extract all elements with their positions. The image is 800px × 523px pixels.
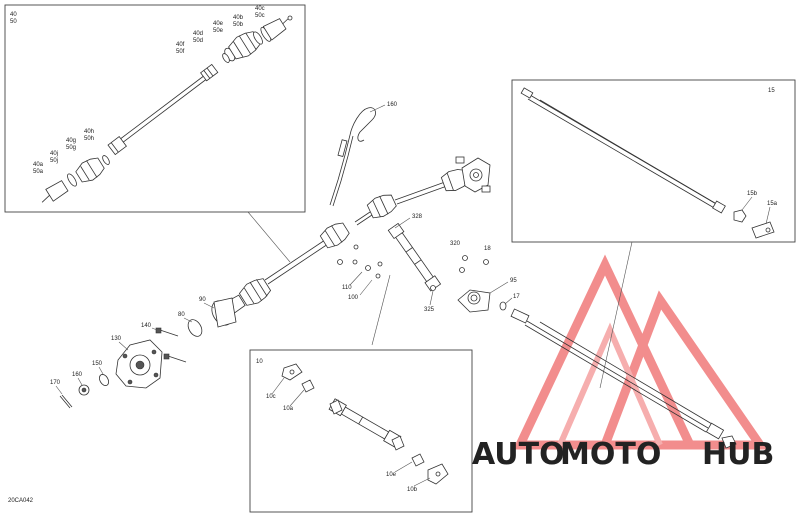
label-15b: 15b	[747, 191, 758, 197]
inset-propshaft-10: 10 10c 10a 10e 10b	[249, 349, 473, 513]
propshaft-328	[387, 222, 442, 292]
inset-front-driveshaft: 40 50	[4, 4, 306, 213]
inset-inner-joint-top	[200, 63, 219, 82]
label-15a: 15a	[767, 201, 778, 207]
label-40f: 40f	[176, 42, 185, 48]
label-50c: 50c	[255, 13, 265, 19]
label-80: 80	[178, 312, 185, 318]
label-170: 170	[50, 380, 61, 386]
label-40: 40	[10, 12, 17, 18]
label-325: 325	[424, 307, 435, 313]
front-boot-lower	[238, 278, 272, 306]
label-150: 150	[92, 361, 103, 367]
label-17: 17	[513, 294, 520, 300]
label-50b: 50b	[233, 22, 244, 28]
label-10c: 10c	[266, 394, 276, 400]
cotter-pin-170	[59, 395, 71, 409]
center-propshaft: 328 320 18 325 95 17 110 100	[337, 214, 520, 346]
label-110: 110	[342, 285, 352, 291]
label-50f: 50f	[176, 49, 185, 55]
hub-assembly: 90 80 140 130 150 160	[50, 297, 237, 409]
label-50j: 50j	[50, 158, 58, 164]
inset-frame-right	[511, 79, 796, 243]
cross-10a-top	[301, 379, 315, 393]
inset-inner-joint-bottom	[107, 136, 127, 156]
ring-80	[187, 319, 203, 337]
label-130: 130	[111, 336, 122, 342]
watermark-auto: AUTO	[472, 437, 565, 472]
label-18: 18	[484, 246, 491, 252]
watermark-moto: MOTO	[560, 437, 661, 472]
label-100: 100	[348, 295, 359, 301]
stud-140-bottom	[167, 355, 187, 363]
label-50: 50	[10, 19, 17, 25]
front-differential	[455, 156, 491, 193]
label-40e: 40e	[213, 21, 224, 27]
label-40h: 40h	[84, 129, 94, 135]
watermark-triangle-inner	[557, 322, 663, 447]
label-320: 320	[450, 241, 461, 247]
inset-rear-propshaft: 15 15b 15a	[511, 79, 796, 243]
label-328: 328	[412, 214, 423, 220]
label-10: 10	[256, 359, 263, 365]
watermark-wordmark: AUTO MOTO HUB	[472, 437, 774, 472]
u-joint-cross	[733, 209, 747, 223]
stud-140-top	[159, 329, 179, 337]
label-40b: 40b	[233, 15, 244, 21]
washer-150	[99, 374, 109, 386]
label-50e: 50e	[213, 28, 224, 34]
label-10e: 10e	[386, 472, 397, 478]
leader-inset-front	[247, 211, 291, 263]
watermark-triangle-right	[598, 290, 769, 450]
front-boot-middle	[319, 222, 350, 249]
label-95: 95	[510, 278, 517, 284]
watermark-logo	[512, 254, 769, 450]
watermark-triangle-left	[512, 254, 698, 450]
inset-cv-joint-top	[260, 16, 291, 42]
label-40g: 40g	[66, 138, 76, 144]
label-40j: 40j	[50, 151, 58, 157]
watermark-hub: HUB	[702, 437, 774, 472]
leader-inset-rear	[599, 241, 633, 389]
breather-hose: 160	[329, 102, 398, 207]
label-10b: 10b	[407, 487, 418, 493]
yoke-15a	[751, 221, 775, 239]
label-40c: 40c	[255, 6, 265, 12]
inset-cv-joint-bottom	[41, 180, 69, 203]
label-160b: 160	[72, 372, 83, 378]
inset-shaft	[114, 74, 206, 144]
label-40d: 40d	[193, 31, 203, 37]
diagram-code: 20CA042	[8, 498, 34, 504]
front-boot-upper	[366, 194, 397, 219]
label-15: 15	[768, 88, 775, 94]
label-50d: 50d	[193, 38, 203, 44]
inset-boot-bottom	[75, 157, 105, 183]
main-rear-propshaft	[510, 308, 737, 449]
label-140: 140	[141, 323, 152, 329]
cross-10e	[411, 453, 425, 467]
label-10a: 10a	[283, 406, 294, 412]
label-90: 90	[199, 297, 206, 303]
label-50h: 50h	[84, 136, 94, 142]
wheel-hub-130	[115, 339, 163, 389]
carrier-bearing	[457, 289, 491, 313]
label-160: 160	[387, 102, 398, 108]
label-50g: 50g	[66, 145, 76, 151]
label-40a: 40a	[33, 162, 44, 168]
bearing-90	[211, 297, 237, 328]
label-50a: 50a	[33, 169, 44, 175]
